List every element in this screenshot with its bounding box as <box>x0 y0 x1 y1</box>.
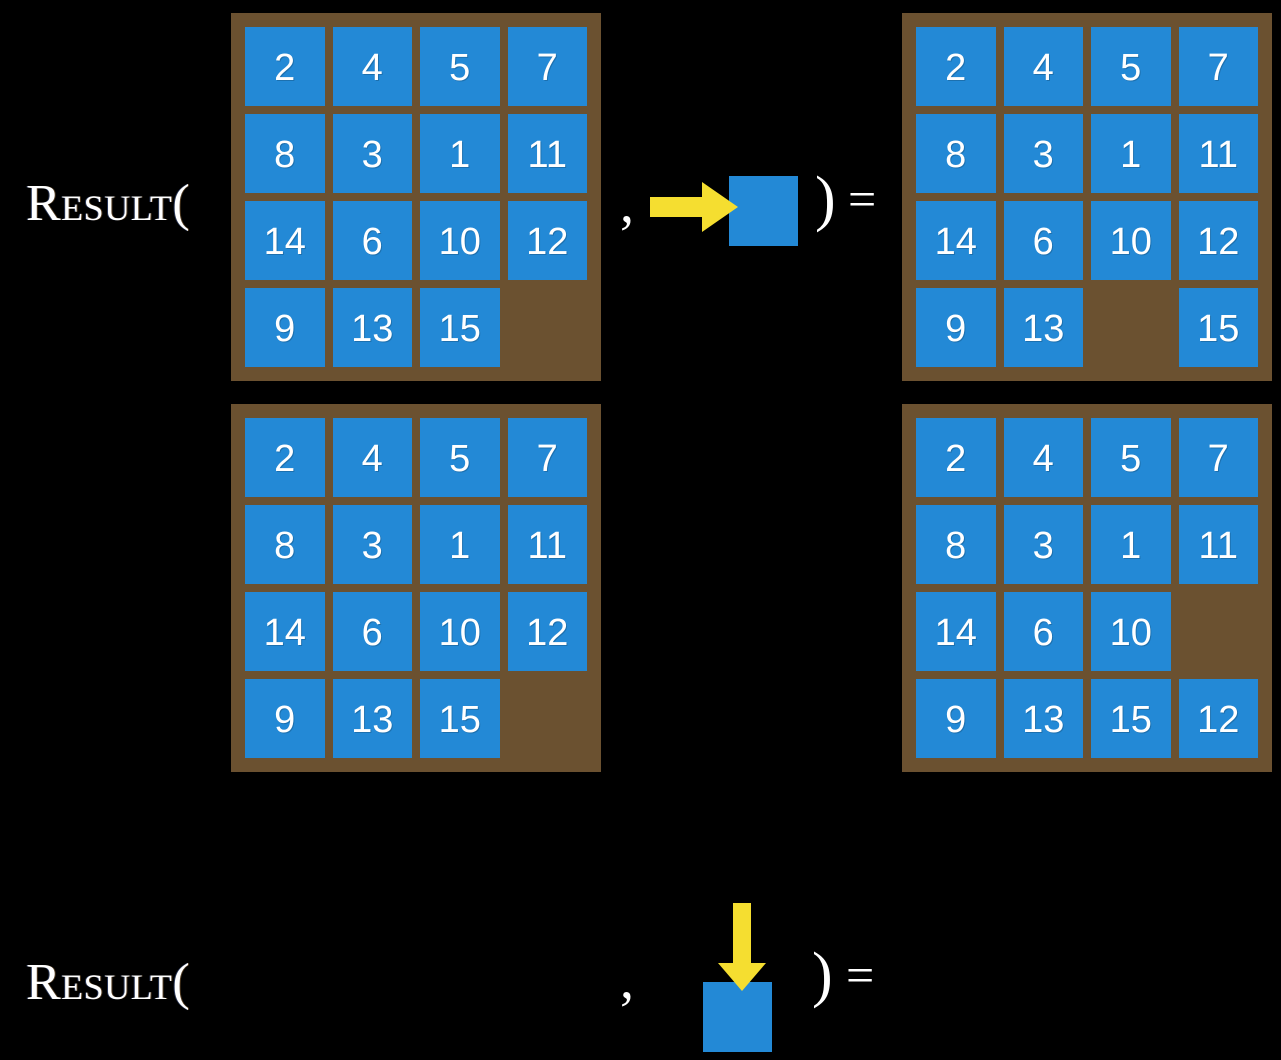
tile[interactable]: 7 <box>507 418 587 497</box>
tile[interactable]: 11 <box>507 505 587 584</box>
tile[interactable]: 6 <box>332 592 412 671</box>
puzzle-grid: 2 4 5 7 8 3 1 11 14 6 10 12 9 13 15 <box>916 27 1258 367</box>
tile[interactable]: 15 <box>1091 679 1171 758</box>
tile[interactable]: 9 <box>245 679 325 758</box>
tile[interactable]: 15 <box>420 288 500 367</box>
tile[interactable]: 1 <box>1091 114 1171 193</box>
tile[interactable]: 4 <box>332 27 412 106</box>
tile[interactable]: 10 <box>1091 201 1171 280</box>
tile[interactable]: 14 <box>916 592 996 671</box>
tile[interactable]: 9 <box>916 679 996 758</box>
tile[interactable]: 6 <box>1003 201 1083 280</box>
move-tile <box>729 176 798 246</box>
equals-sign: = <box>848 171 877 227</box>
argument-separator: , <box>620 173 634 235</box>
tile[interactable]: 8 <box>245 114 325 193</box>
output-board-row-1: 2 4 5 7 8 3 1 11 14 6 10 12 9 13 15 <box>902 13 1272 381</box>
tile[interactable]: 6 <box>332 201 412 280</box>
tile[interactable]: 7 <box>1178 418 1258 497</box>
tile[interactable]: 5 <box>1091 418 1171 497</box>
arrow-right-icon <box>650 182 738 232</box>
tile[interactable]: 14 <box>245 592 325 671</box>
tile[interactable]: 1 <box>420 114 500 193</box>
output-board-row-2: 2 4 5 7 8 3 1 11 14 6 10 9 13 15 12 <box>902 404 1272 772</box>
move-indicator-right <box>650 165 810 260</box>
tile[interactable]: 8 <box>916 505 996 584</box>
result-function-label-row-2: Result( <box>26 954 191 1011</box>
tile[interactable]: 5 <box>420 27 500 106</box>
tile[interactable]: 2 <box>916 418 996 497</box>
tile[interactable]: 13 <box>1003 679 1083 758</box>
tile[interactable]: 14 <box>916 201 996 280</box>
move-indicator-down <box>695 895 790 1060</box>
puzzle-grid: 2 4 5 7 8 3 1 11 14 6 10 12 9 13 15 <box>245 27 587 367</box>
tile[interactable]: 12 <box>507 592 587 671</box>
tile[interactable]: 13 <box>332 679 412 758</box>
tile[interactable]: 9 <box>245 288 325 367</box>
tile[interactable]: 3 <box>332 505 412 584</box>
blank-tile <box>508 679 588 758</box>
tile[interactable]: 2 <box>245 27 325 106</box>
tile[interactable]: 4 <box>1003 27 1083 106</box>
tile[interactable]: 11 <box>1178 505 1258 584</box>
tile[interactable]: 2 <box>916 27 996 106</box>
tile[interactable]: 7 <box>1178 27 1258 106</box>
tile[interactable]: 11 <box>507 114 587 193</box>
puzzle-grid: 2 4 5 7 8 3 1 11 14 6 10 12 9 13 15 <box>245 418 587 758</box>
arrow-down-icon <box>718 903 766 991</box>
argument-separator: , <box>620 949 634 1011</box>
equation-row-2: Result( 2 4 5 7 8 3 1 11 14 6 10 12 9 13… <box>0 390 1281 1052</box>
close-paren: ) <box>815 165 836 233</box>
tile[interactable]: 12 <box>1178 201 1258 280</box>
tile[interactable]: 5 <box>420 418 500 497</box>
tile[interactable]: 9 <box>916 288 996 367</box>
tile[interactable]: 8 <box>916 114 996 193</box>
tile[interactable]: 8 <box>245 505 325 584</box>
equals-sign: = <box>846 947 875 1003</box>
tile[interactable]: 3 <box>1003 114 1083 193</box>
tile[interactable]: 13 <box>1003 288 1083 367</box>
equation-row-1: Result( 2 4 5 7 8 3 1 11 14 6 10 12 9 13… <box>0 0 1281 390</box>
tile[interactable]: 3 <box>1003 505 1083 584</box>
tile[interactable]: 7 <box>507 27 587 106</box>
tile[interactable]: 6 <box>1003 592 1083 671</box>
tile[interactable]: 4 <box>332 418 412 497</box>
tile[interactable]: 10 <box>1091 592 1171 671</box>
tile[interactable]: 15 <box>420 679 500 758</box>
blank-tile <box>1091 288 1171 367</box>
tile[interactable]: 2 <box>245 418 325 497</box>
tile[interactable]: 10 <box>420 592 500 671</box>
blank-tile <box>508 288 588 367</box>
puzzle-grid: 2 4 5 7 8 3 1 11 14 6 10 9 13 15 12 <box>916 418 1258 758</box>
tile[interactable]: 12 <box>507 201 587 280</box>
tile[interactable]: 13 <box>332 288 412 367</box>
input-board-row-2: 2 4 5 7 8 3 1 11 14 6 10 12 9 13 15 <box>231 404 601 772</box>
tile[interactable]: 4 <box>1003 418 1083 497</box>
tile[interactable]: 12 <box>1178 679 1258 758</box>
tile[interactable]: 5 <box>1091 27 1171 106</box>
close-paren: ) <box>812 941 833 1009</box>
tile[interactable]: 1 <box>1091 505 1171 584</box>
tile[interactable]: 11 <box>1178 114 1258 193</box>
tile[interactable]: 10 <box>420 201 500 280</box>
result-function-label-row-1: Result( <box>26 175 191 232</box>
tile[interactable]: 15 <box>1178 288 1258 367</box>
tile[interactable]: 3 <box>332 114 412 193</box>
tile[interactable]: 14 <box>245 201 325 280</box>
tile[interactable]: 1 <box>420 505 500 584</box>
input-board-row-1: 2 4 5 7 8 3 1 11 14 6 10 12 9 13 15 <box>231 13 601 381</box>
blank-tile <box>1179 592 1259 671</box>
